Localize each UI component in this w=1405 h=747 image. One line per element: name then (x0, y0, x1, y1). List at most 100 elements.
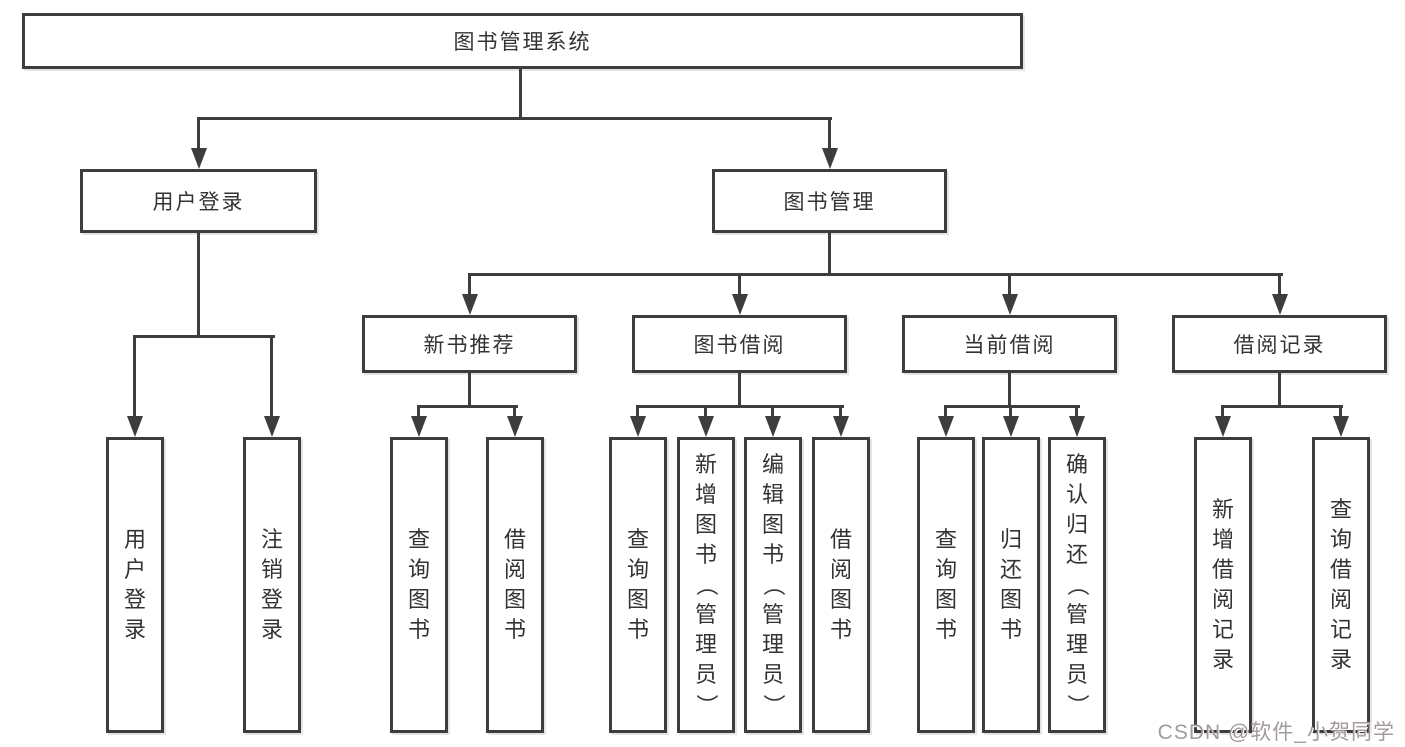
connector-line (1008, 273, 1011, 301)
vertical-char: 书 (626, 617, 649, 642)
arrowhead-icon (731, 294, 748, 315)
vertical-char: 图 (999, 587, 1022, 612)
vertical-char: 归 (1065, 512, 1088, 537)
vertical-char: 新 (1211, 497, 1234, 522)
node-borrowing-records: 借阅记录 (1172, 315, 1387, 373)
connector-line (519, 69, 522, 119)
connector-line (417, 405, 420, 423)
arrowhead-icon (411, 416, 427, 437)
vertical-char: 书 (999, 617, 1022, 642)
arrowhead-icon (1215, 416, 1231, 437)
arrowhead-icon (698, 416, 714, 437)
vertical-char: （ (760, 573, 786, 597)
node-book-borrowing: 图书借阅 (632, 315, 847, 373)
vertical-char: 询 (626, 557, 649, 582)
leaf-return-books: 归还图书 (982, 437, 1040, 733)
arrowhead-icon (190, 148, 207, 169)
connector-line (828, 233, 831, 276)
vertical-char: ） (693, 693, 719, 717)
vertical-char: 图 (934, 587, 957, 612)
arrowhead-icon (833, 416, 849, 437)
vertical-char: 销 (260, 557, 283, 582)
vertical-char: 户 (123, 557, 146, 582)
arrowhead-icon (630, 416, 646, 437)
arrowhead-icon (1003, 416, 1019, 437)
vertical-char: 借 (829, 527, 852, 552)
vertical-char: 还 (1065, 542, 1088, 567)
leaf-query-books-borrow: 查询图书 (609, 437, 667, 733)
vertical-char: 阅 (1211, 587, 1234, 612)
vertical-char: 阅 (503, 557, 526, 582)
vertical-char: 图 (407, 587, 430, 612)
leaf-borrow-books-recommend: 借阅图书 (486, 437, 544, 733)
connector-line (133, 335, 136, 421)
connector-line (1221, 405, 1343, 408)
connector-line (1278, 273, 1281, 301)
node-user-login: 用户登录 (80, 169, 317, 233)
leaf-add-books-admin: 新增图书（管理员） (677, 437, 735, 733)
vertical-char: 询 (407, 557, 430, 582)
connector-line (1278, 373, 1281, 408)
leaf-logout: 注销登录 (243, 437, 301, 733)
vertical-char: 归 (999, 527, 1022, 552)
vertical-char: 书 (829, 617, 852, 642)
connector-line (944, 405, 1080, 408)
vertical-char: 书 (503, 617, 526, 642)
connector-line (839, 405, 842, 423)
vertical-char: 书 (934, 617, 957, 642)
vertical-char: 登 (260, 587, 283, 612)
vertical-char: 阅 (1329, 587, 1352, 612)
vertical-char: 询 (934, 557, 957, 582)
arrowhead-icon (1069, 416, 1085, 437)
arrowhead-icon (507, 416, 523, 437)
vertical-char: 录 (1211, 647, 1234, 672)
connector-line (468, 273, 1283, 276)
vertical-char: 书 (407, 617, 430, 642)
connector-line (738, 273, 741, 301)
vertical-char: 图 (626, 587, 649, 612)
connector-line (636, 405, 844, 408)
leaf-user-login: 用户登录 (106, 437, 164, 733)
connector-line (944, 405, 947, 423)
vertical-char: 登 (123, 587, 146, 612)
vertical-char: 记 (1211, 617, 1234, 642)
connector-line (1008, 373, 1011, 408)
arrowhead-icon (1271, 294, 1288, 315)
vertical-char: 查 (407, 527, 430, 552)
connector-line (468, 273, 471, 301)
connector-line (1339, 405, 1342, 423)
arrowhead-icon (264, 416, 280, 437)
vertical-char: 员 (761, 662, 784, 687)
vertical-char: 管 (1065, 602, 1088, 627)
connector-line (197, 233, 200, 338)
leaf-add-borrow-record: 新增借阅记录 (1194, 437, 1252, 733)
node-book-management: 图书管理 (712, 169, 947, 233)
vertical-char: 增 (694, 482, 717, 507)
vertical-char: 用 (123, 527, 146, 552)
vertical-char: 员 (694, 662, 717, 687)
vertical-char: 图 (503, 587, 526, 612)
vertical-char: ） (760, 693, 786, 717)
leaf-confirm-return-admin: 确认归还（管理员） (1048, 437, 1106, 733)
vertical-char: 借 (1329, 557, 1352, 582)
vertical-char: 图 (829, 587, 852, 612)
vertical-char: 理 (761, 632, 784, 657)
vertical-char: 录 (260, 617, 283, 642)
arrowhead-icon (127, 416, 143, 437)
connector-line (197, 117, 832, 120)
vertical-char: 辑 (761, 482, 784, 507)
vertical-char: 录 (1329, 647, 1352, 672)
vertical-char: 书 (761, 542, 784, 567)
node-current-borrowing: 当前借阅 (902, 315, 1117, 373)
vertical-char: 新 (694, 452, 717, 477)
connector-line (828, 117, 831, 155)
connector-line (133, 335, 275, 338)
watermark: CSDN @软件_小贺同学 (1157, 721, 1395, 744)
vertical-char: 理 (694, 632, 717, 657)
connector-line (1075, 405, 1078, 423)
arrowhead-icon (938, 416, 954, 437)
arrowhead-icon (1333, 416, 1349, 437)
leaf-edit-books-admin: 编辑图书（管理员） (744, 437, 802, 733)
connector-line (704, 405, 707, 423)
arrowhead-icon (765, 416, 781, 437)
